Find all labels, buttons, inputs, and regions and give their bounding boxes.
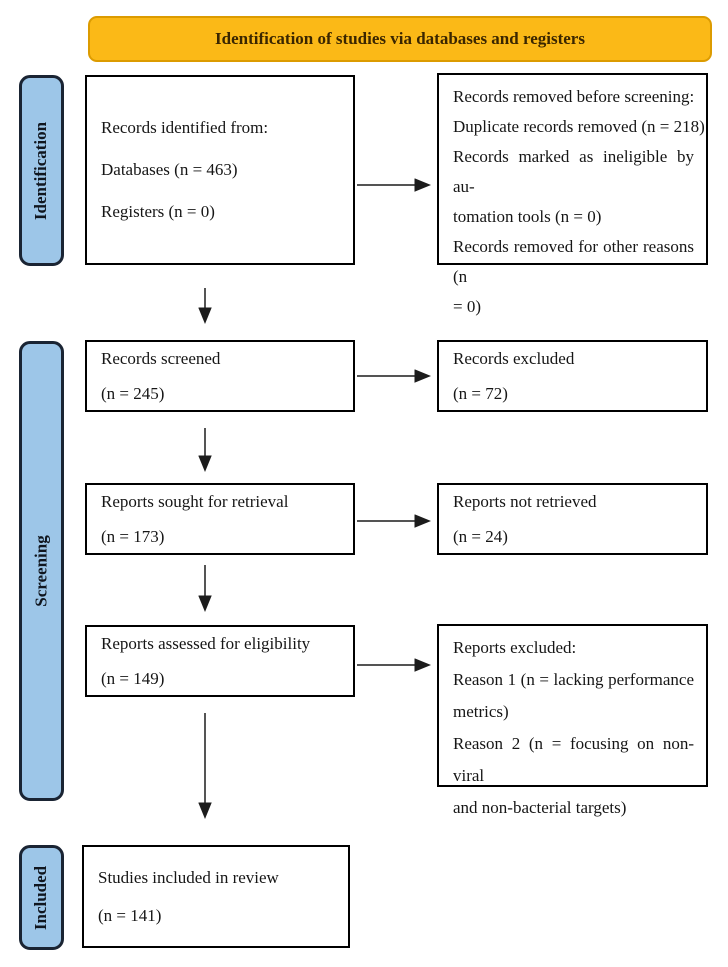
box-line: (n = 141) xyxy=(98,905,162,925)
box-line: Records screened xyxy=(101,349,221,368)
banner-identification-via-databases: Identification of studies via databases … xyxy=(88,16,712,62)
box-line: (n = 72) xyxy=(453,384,508,403)
box-reports-excluded: Reports excluded: Reason 1 (n = lacking p… xyxy=(437,624,708,817)
box-line: metrics) xyxy=(453,702,509,721)
phase-screening: Screening xyxy=(19,341,64,801)
box-line: Records marked as ineligible by au- xyxy=(453,147,694,196)
box-line: (n = 24) xyxy=(453,527,508,546)
box-records-screened: Records screened (n = 245) xyxy=(85,340,355,412)
box-studies-included: Studies included in review (n = 141) xyxy=(82,845,350,948)
box-reports-sought: Reports sought for retrieval (n = 173) xyxy=(85,483,355,555)
box-line: Databases (n = 463) xyxy=(101,160,238,179)
phase-included-label: Included xyxy=(31,865,51,930)
box-line: = 0) xyxy=(453,297,481,316)
box-line: Reports sought for retrieval xyxy=(101,492,289,511)
box-records-removed: Records removed before screening: Duplica… xyxy=(437,73,708,316)
box-line: Reason 2 (n = focusing on non-viral xyxy=(453,734,694,785)
box-line: Reports not retrieved xyxy=(453,492,597,511)
box-line: Records removed before screening: xyxy=(453,87,695,106)
box-line: (n = 173) xyxy=(101,527,165,546)
box-line: Records excluded xyxy=(453,349,575,368)
box-line: Registers (n = 0) xyxy=(101,202,215,221)
box-line: Records removed for other reasons (n xyxy=(453,237,694,286)
phase-identification: Identification xyxy=(19,75,64,266)
box-records-identified: Records identified from: Databases (n = 4… xyxy=(85,75,355,265)
phase-screening-label: Screening xyxy=(31,535,51,607)
box-line: Reason 1 (n = lacking performance xyxy=(453,670,694,689)
phase-included: Included xyxy=(19,845,64,950)
box-line: Studies included in review xyxy=(98,867,279,887)
box-line: (n = 149) xyxy=(101,669,165,688)
box-line: Records identified from: xyxy=(101,118,269,137)
box-line: Reports assessed for eligibility xyxy=(101,634,311,653)
box-records-excluded: Records excluded (n = 72) xyxy=(437,340,708,412)
box-line: Duplicate records removed (n = 218) xyxy=(453,117,705,136)
box-reports-not-retrieved: Reports not retrieved (n = 24) xyxy=(437,483,708,555)
box-line: (n = 245) xyxy=(101,384,165,403)
box-line: and non-bacterial targets) xyxy=(453,798,627,817)
box-line: Reports excluded: xyxy=(453,638,577,657)
phase-identification-label: Identification xyxy=(31,121,51,220)
box-reports-assessed: Reports assessed for eligibility (n = 149… xyxy=(85,625,355,697)
banner-label: Identification of studies via databases … xyxy=(215,29,585,48)
box-line: tomation tools (n = 0) xyxy=(453,207,602,226)
